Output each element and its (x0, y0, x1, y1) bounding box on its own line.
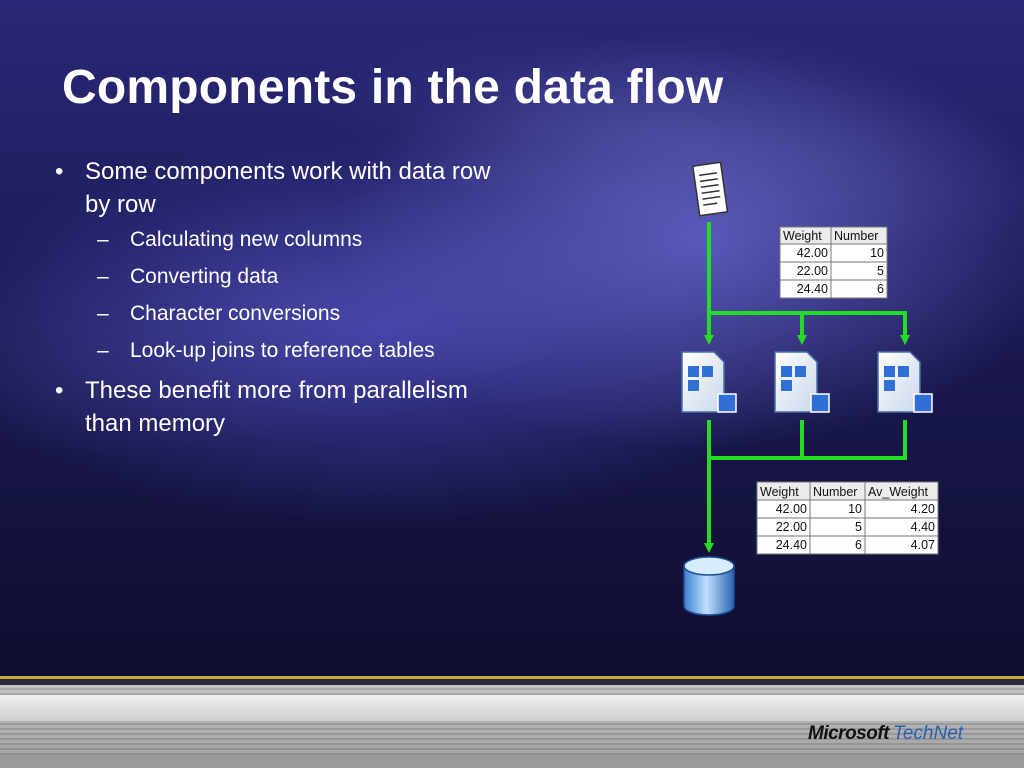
table-cell: 5 (855, 520, 862, 534)
sub-bullet-text: Calculating new columns (130, 228, 363, 251)
footer-stripe (0, 695, 1024, 721)
flow-line (709, 311, 807, 345)
table-cell: 42.00 (797, 246, 828, 260)
table-header: Number (834, 229, 878, 243)
sub-bullet-text: Look-up joins to reference tables (130, 339, 435, 362)
table-header: Av_Weight (868, 485, 929, 499)
table-header: Number (813, 485, 857, 499)
logo-microsoft: Microsoft (808, 723, 890, 744)
bullet-item: • These benefit more from parallelism th… (55, 374, 575, 440)
table-cell: 24.40 (797, 282, 828, 296)
footer-stripe (0, 755, 1024, 768)
logo-technet: TechNet (893, 723, 964, 744)
sub-bullet-item: – Calculating new columns (55, 226, 575, 254)
table-cell: 4.40 (911, 520, 935, 534)
transform-icon (877, 351, 933, 413)
sub-bullet-text: Converting data (130, 265, 279, 288)
flow-line (802, 311, 910, 345)
bullet-marker: • (55, 377, 64, 404)
input-table: Weight Number 42.00 10 22.00 5 24.40 6 (779, 226, 888, 299)
flow-connectors (704, 222, 910, 553)
slide-title: Components in the data flow (62, 61, 724, 114)
table-cell: 42.00 (776, 502, 807, 516)
flow-line (802, 420, 907, 460)
table-header: Weight (760, 485, 799, 499)
database-cylinder-icon (683, 556, 735, 616)
sub-bullet-marker: – (97, 228, 109, 251)
sub-bullet-list: – Calculating new columns – Converting d… (55, 226, 575, 365)
table-cell: 10 (848, 502, 862, 516)
document-icon (691, 161, 729, 217)
transform-icon (774, 351, 830, 413)
bullet-item: • Some components work with data row by … (55, 155, 575, 221)
sub-bullet-marker: – (97, 339, 109, 362)
bullet-text: than memory (85, 410, 226, 437)
table-cell: 4.20 (911, 502, 935, 516)
output-table: Weight Number Av_Weight 42.00 10 4.20 22… (756, 481, 939, 555)
sub-bullet-marker: – (97, 302, 109, 325)
sub-bullet-item: – Look-up joins to reference tables (55, 337, 575, 365)
table-cell: 4.07 (911, 538, 935, 552)
footer-accent-line (0, 676, 1024, 679)
table-cell: 6 (877, 282, 884, 296)
sub-bullet-item: – Character conversions (55, 300, 575, 328)
table-cell: 6 (855, 538, 862, 552)
table-cell: 22.00 (797, 264, 828, 278)
sub-bullet-marker: – (97, 265, 109, 288)
bullet-text: These benefit more from parallelism (85, 377, 468, 404)
bullet-text: Some components work with data row (85, 158, 491, 185)
table-cell: 22.00 (776, 520, 807, 534)
table-cell: 10 (870, 246, 884, 260)
table-cell: 5 (877, 264, 884, 278)
bullet-marker: • (55, 158, 64, 185)
sub-bullet-item: – Converting data (55, 263, 575, 291)
transform-icon (681, 351, 737, 413)
sub-bullet-text: Character conversions (130, 302, 341, 325)
bullet-list: • Some components work with data row by … (55, 155, 575, 444)
table-header: Weight (783, 229, 822, 243)
table-cell: 24.40 (776, 538, 807, 552)
footer-divider (0, 679, 1024, 685)
bullet-text: by row (85, 191, 156, 218)
flow-line (709, 420, 804, 460)
